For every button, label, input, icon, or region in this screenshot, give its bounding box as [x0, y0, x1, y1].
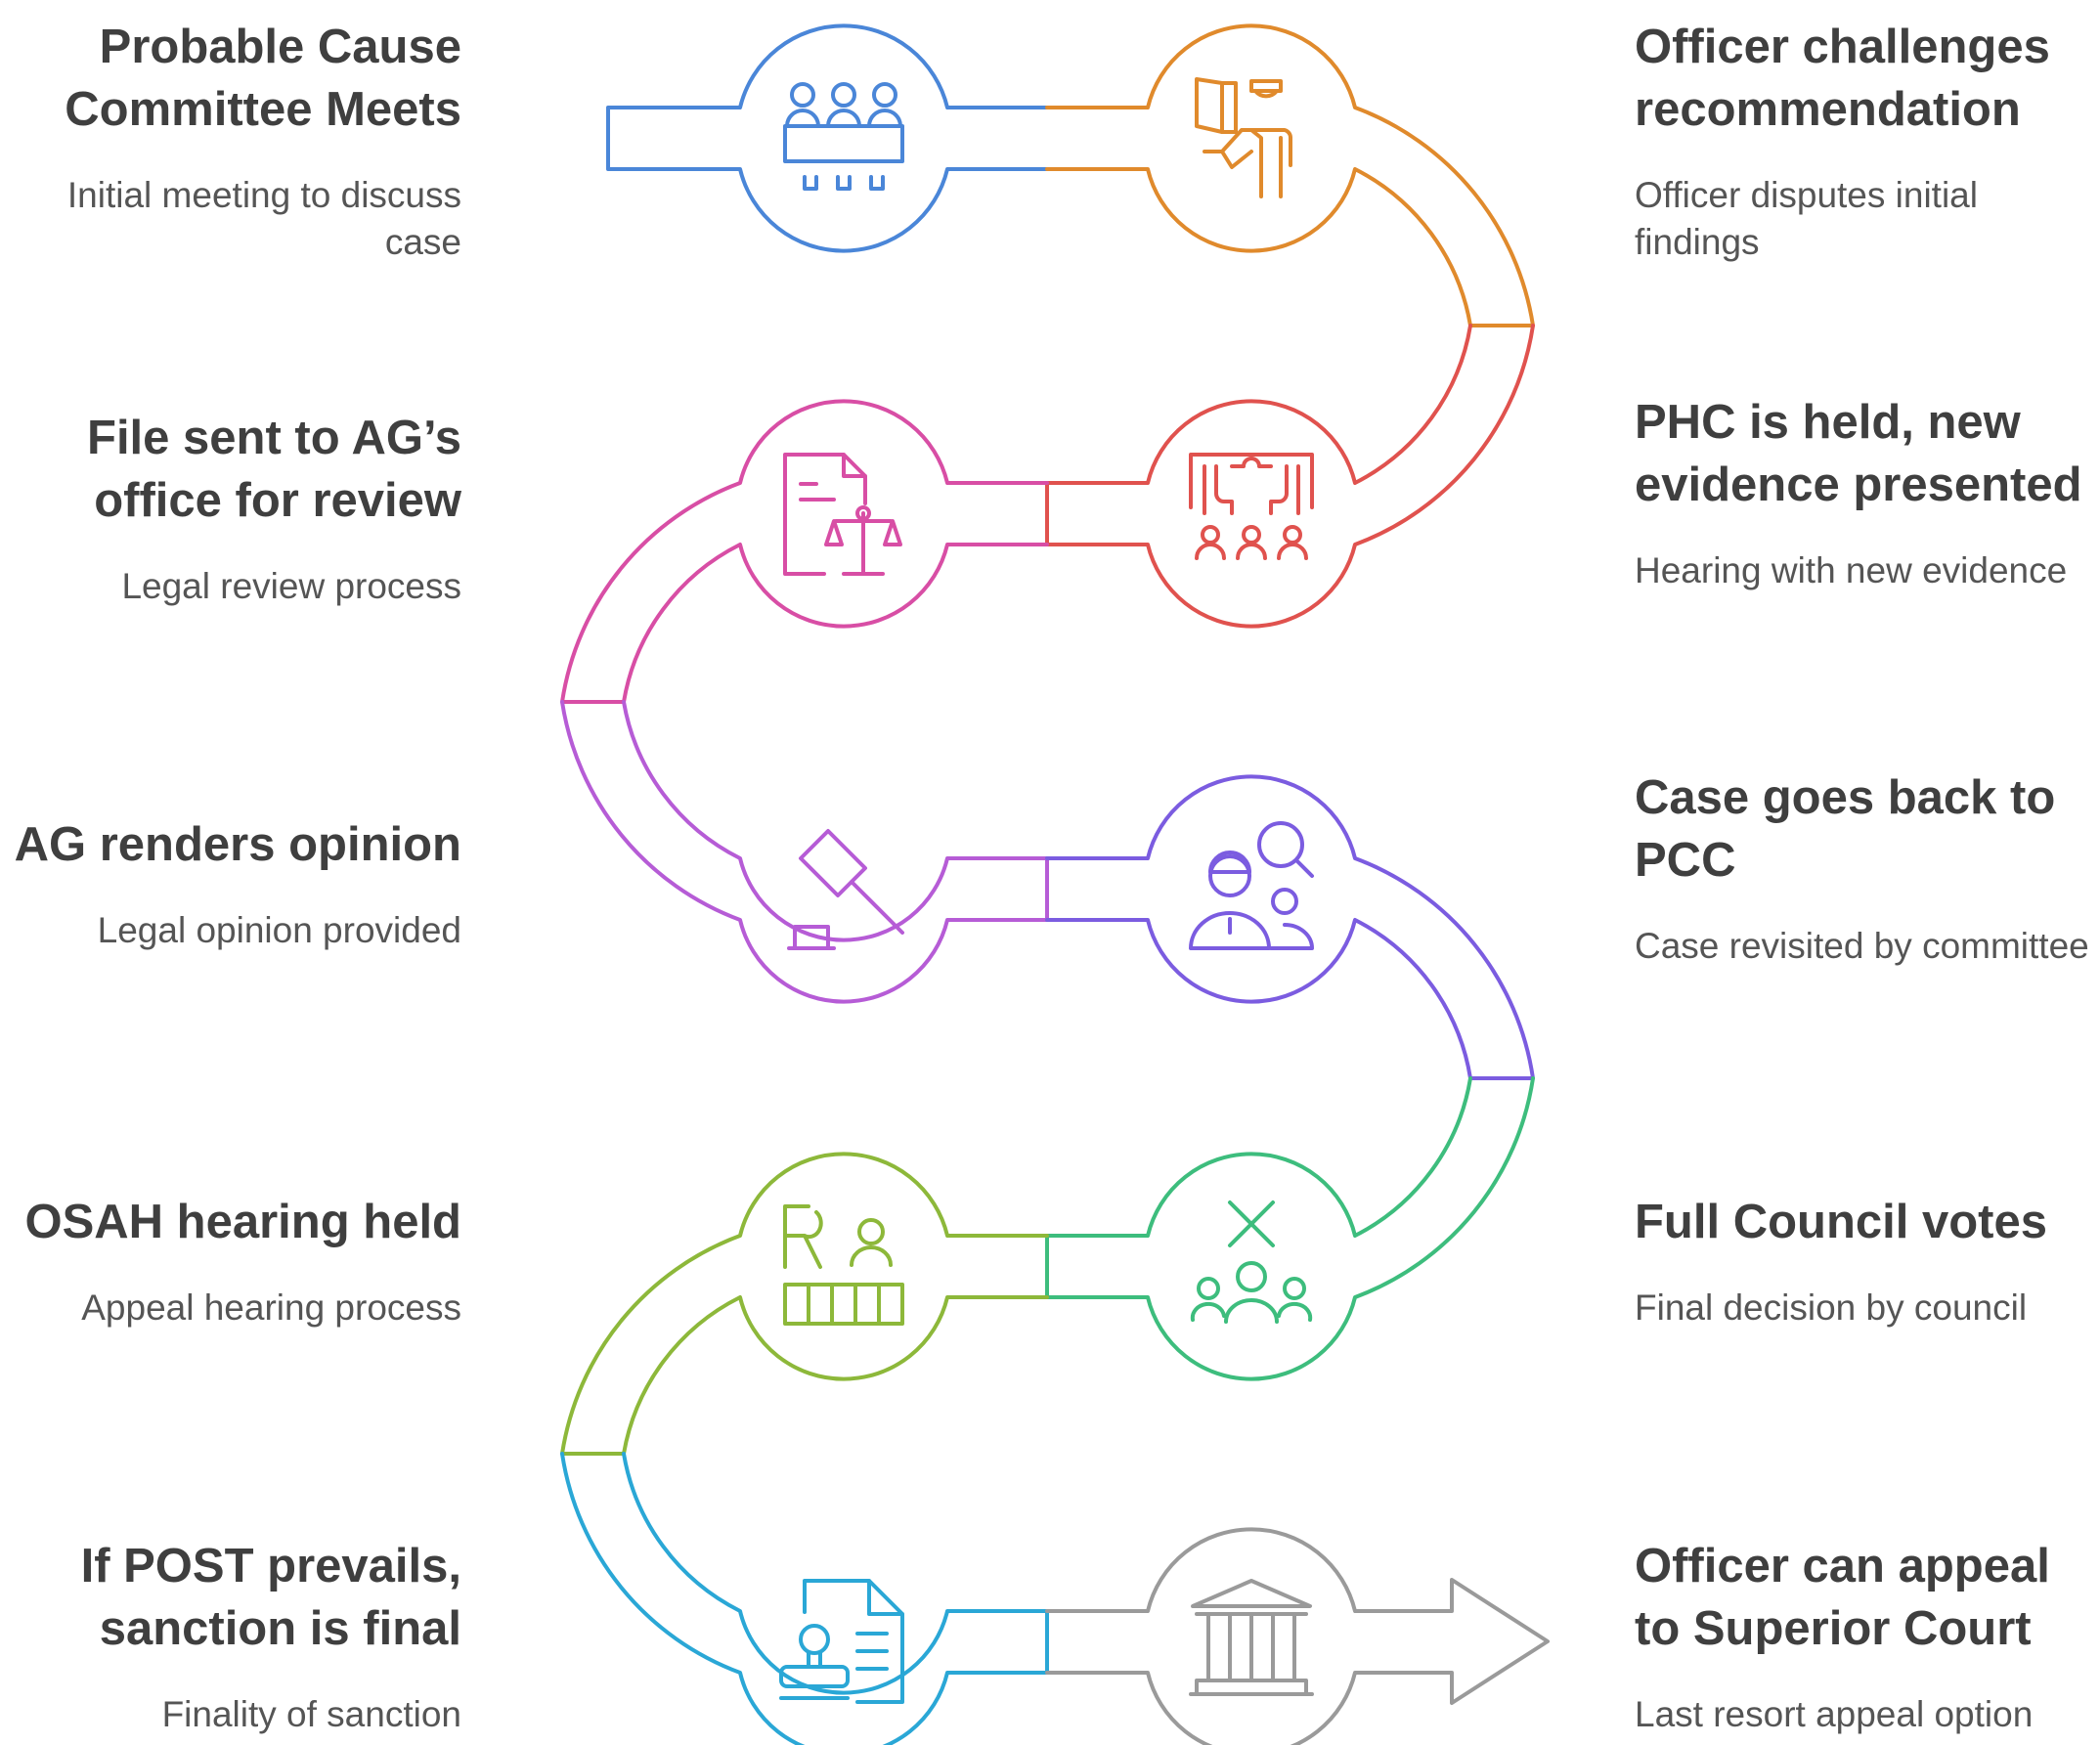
- committee-icon: [783, 82, 904, 191]
- step-description: Officer disputes initial findings: [1635, 175, 1978, 262]
- step-probable-cause-committee: Probable Cause Committee Meets Initial m…: [2, 16, 461, 266]
- step-title: Officer challenges recommendation: [1635, 21, 2050, 136]
- step-3-shape: [1045, 324, 1535, 629]
- step-title: OSAH hearing held: [24, 1196, 461, 1248]
- step-8-shape: [560, 1152, 1049, 1456]
- step-9-shape: [560, 1452, 1049, 1745]
- step-back-to-pcc: Case goes back to PCC Case revisited by …: [1635, 766, 2094, 970]
- step-7-shape: [1045, 1076, 1535, 1381]
- step-description: Finality of sanction: [161, 1694, 461, 1734]
- step-1-shape: [606, 23, 1049, 253]
- step-6-shape: [1045, 774, 1535, 1080]
- step-phc-held: PHC is held, new evidence presented Hear…: [1635, 391, 2094, 594]
- vote-icon: [1190, 1200, 1313, 1324]
- step-osah-hearing: OSAH hearing held Appeal hearing process: [2, 1191, 461, 1331]
- step-description: Hearing with new evidence: [1635, 550, 2068, 590]
- step-4-shape: [560, 399, 1049, 704]
- step-superior-court: Officer can appeal to Superior Court Las…: [1635, 1535, 2094, 1738]
- courtroom-icon: [783, 1204, 904, 1326]
- step-full-council: Full Council votes Final decision by cou…: [1635, 1191, 2094, 1331]
- step-title: If POST prevails, sanction is final: [80, 1540, 461, 1655]
- step-description: Initial meeting to discuss case: [66, 175, 461, 262]
- step-title: Case goes back to PCC: [1635, 771, 2056, 887]
- step-title: AG renders opinion: [14, 818, 461, 871]
- step-file-sent-ag: File sent to AG’s office for review Lega…: [2, 407, 461, 610]
- step-description: Case revisited by committee: [1635, 926, 2089, 966]
- step-description: Last resort appeal option: [1635, 1694, 2034, 1734]
- step-title: Full Council votes: [1635, 1196, 2047, 1248]
- step-title: PHC is held, new evidence presented: [1635, 396, 2082, 511]
- step-description: Appeal hearing process: [81, 1287, 461, 1328]
- step-10-shape: [1045, 1527, 1550, 1745]
- stamp-document-icon: [779, 1579, 904, 1704]
- step-officer-challenges: Officer challenges recommendation Office…: [1635, 16, 2094, 266]
- hearing-room-icon: [1189, 453, 1314, 560]
- review-people-icon: [1189, 821, 1314, 950]
- legal-document-icon: [783, 453, 902, 576]
- step-title: Officer can appeal to Superior Court: [1635, 1540, 2050, 1655]
- step-ag-opinion: AG renders opinion Legal opinion provide…: [2, 813, 461, 954]
- courthouse-icon: [1189, 1579, 1314, 1696]
- officer-challenge-icon: [1195, 77, 1292, 198]
- step-post-prevails: If POST prevails, sanction is final Fina…: [2, 1535, 461, 1738]
- step-5-shape: [560, 700, 1049, 1004]
- step-title: Probable Cause Committee Meets: [65, 21, 461, 136]
- step-title: File sent to AG’s office for review: [87, 412, 461, 527]
- step-description: Legal opinion provided: [97, 910, 461, 950]
- step-2-shape: [1045, 23, 1535, 327]
- gavel-icon: [787, 829, 904, 950]
- step-description: Legal review process: [121, 566, 461, 606]
- step-description: Final decision by council: [1635, 1287, 2028, 1328]
